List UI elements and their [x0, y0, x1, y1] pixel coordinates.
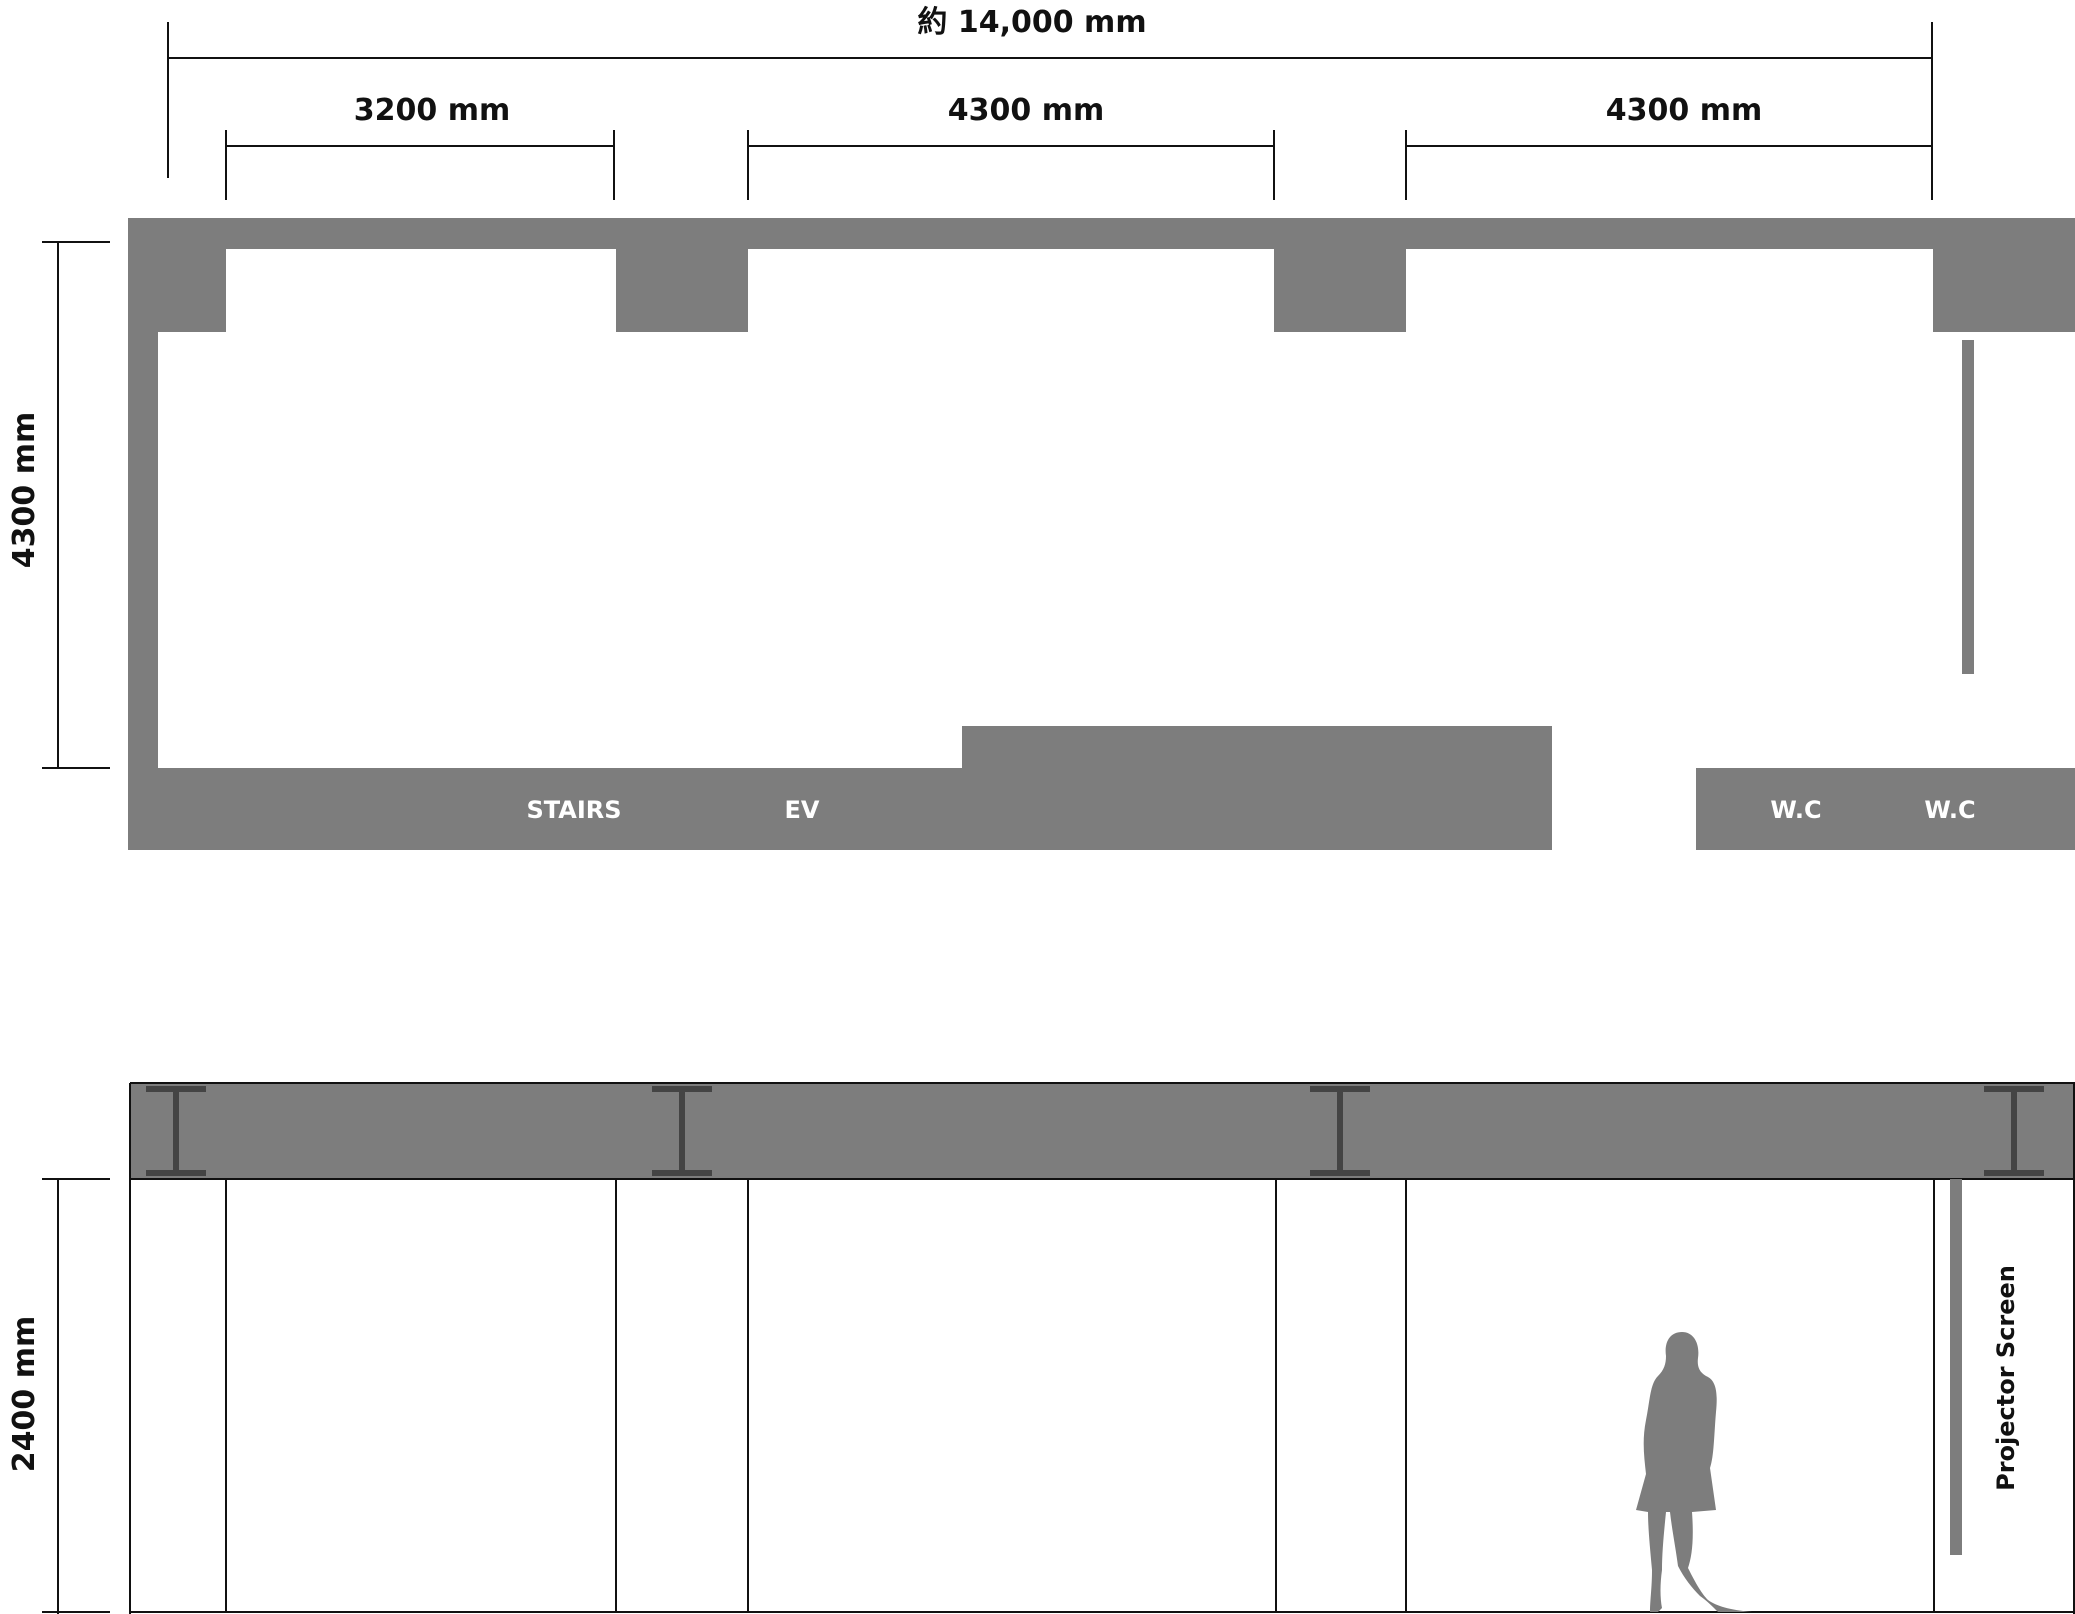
- overall-dimension-label: 約 14,000 mm: [917, 5, 1146, 40]
- plan-top-wall-with-columns: [128, 218, 2075, 768]
- steel-i-beam-4: [1984, 1086, 2044, 1176]
- plan-bottom-wall-wc: [1696, 768, 2075, 850]
- overall-dimension: 約 14,000 mm: [167, 5, 1933, 200]
- height-dimension-label: 2400 mm: [7, 1316, 42, 1472]
- elevation-projector-screen: [1950, 1179, 1962, 1555]
- ceiling-beam: [130, 1083, 2075, 1179]
- steel-i-beam-2: [652, 1086, 712, 1176]
- room-label-wc-1: W.C: [1770, 796, 1821, 824]
- plan-bottom-wall-core: [128, 726, 1552, 850]
- elevation-beam: [129, 1082, 2075, 1179]
- plan-depth-dimension: 4300 mm: [7, 241, 110, 769]
- room-label-wc-2: W.C: [1924, 796, 1975, 824]
- person-scale-figure-icon: [1636, 1332, 1752, 1612]
- room-label-elevator: EV: [785, 796, 820, 824]
- span-2-label: 4300 mm: [948, 93, 1104, 128]
- floor-plan: STAIRS EV W.C W.C: [128, 218, 2075, 850]
- plan-depth-label: 4300 mm: [7, 412, 42, 568]
- span-3-label: 4300 mm: [1606, 93, 1762, 128]
- span-dimensions: 3200 mm 4300 mm 4300 mm: [225, 93, 1932, 200]
- projector-screen-label: Projector Screen: [1992, 1265, 2020, 1491]
- elevation-wall: Projector Screen: [129, 1083, 2075, 1614]
- steel-i-beam-1: [146, 1086, 206, 1176]
- height-dimension: 2400 mm: [7, 1178, 110, 1614]
- steel-i-beam-3: [1310, 1086, 1370, 1176]
- room-label-stairs: STAIRS: [526, 796, 621, 824]
- plan-projector-screen: [1962, 340, 1974, 674]
- span-1-label: 3200 mm: [354, 93, 510, 128]
